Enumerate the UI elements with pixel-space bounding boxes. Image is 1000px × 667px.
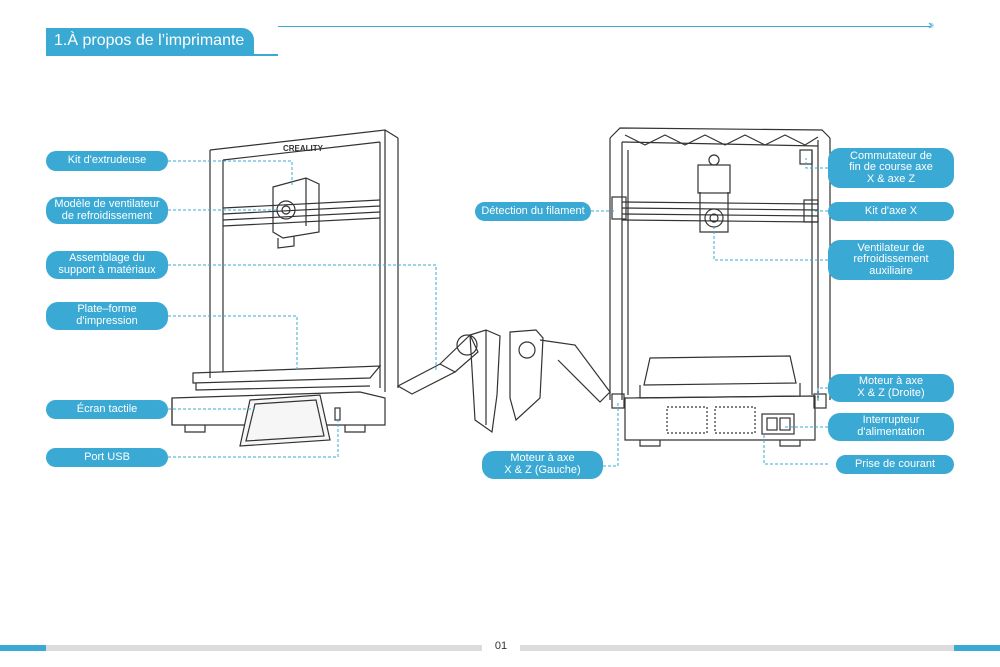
footer-bar-right [954, 645, 1000, 651]
footer-bar-grey-left [46, 645, 482, 651]
label-kit-extrudeuse: Kit d'extrudeuse [46, 151, 168, 171]
label-kit-axe-x: Kit d'axe X [828, 202, 954, 221]
label-moteur-droite: Moteur à axe X & Z (Droite) [828, 374, 954, 402]
label-detection-filament: Détection du filament [475, 202, 591, 221]
back-printer-drawing [509, 127, 831, 447]
label-ventilateur-auxiliaire: Ventilateur de refroidissement auxiliair… [828, 240, 954, 280]
label-interrupteur: Interrupteur d'alimentation [828, 413, 954, 441]
label-assemblage-support: Assemblage du support à matériaux [46, 251, 168, 279]
front-printer-drawing [171, 129, 501, 447]
top-rule [278, 26, 930, 27]
label-ecran-tactile: Écran tactile [46, 400, 168, 419]
section-title: 1.À propos de l’imprimante [46, 28, 255, 54]
label-commutateur: Commutateur de fin de course axe X & axe… [828, 148, 954, 188]
label-modele-ventilateur: Modèle de ventilateur de refroidissement [46, 197, 168, 224]
label-prise-courant: Prise de courant [836, 455, 954, 474]
label-moteur-gauche: Moteur à axe X & Z (Gauche) [482, 451, 603, 479]
label-port-usb: Port USB [46, 448, 168, 467]
page-number: 01 [494, 640, 508, 652]
label-plate-forme: Plate–forme d'impression [46, 302, 168, 330]
creality-logo: CREALITY [283, 144, 324, 153]
footer-bar-grey-right [520, 645, 954, 651]
header-underline [46, 54, 278, 56]
footer-bar-left [0, 645, 46, 651]
